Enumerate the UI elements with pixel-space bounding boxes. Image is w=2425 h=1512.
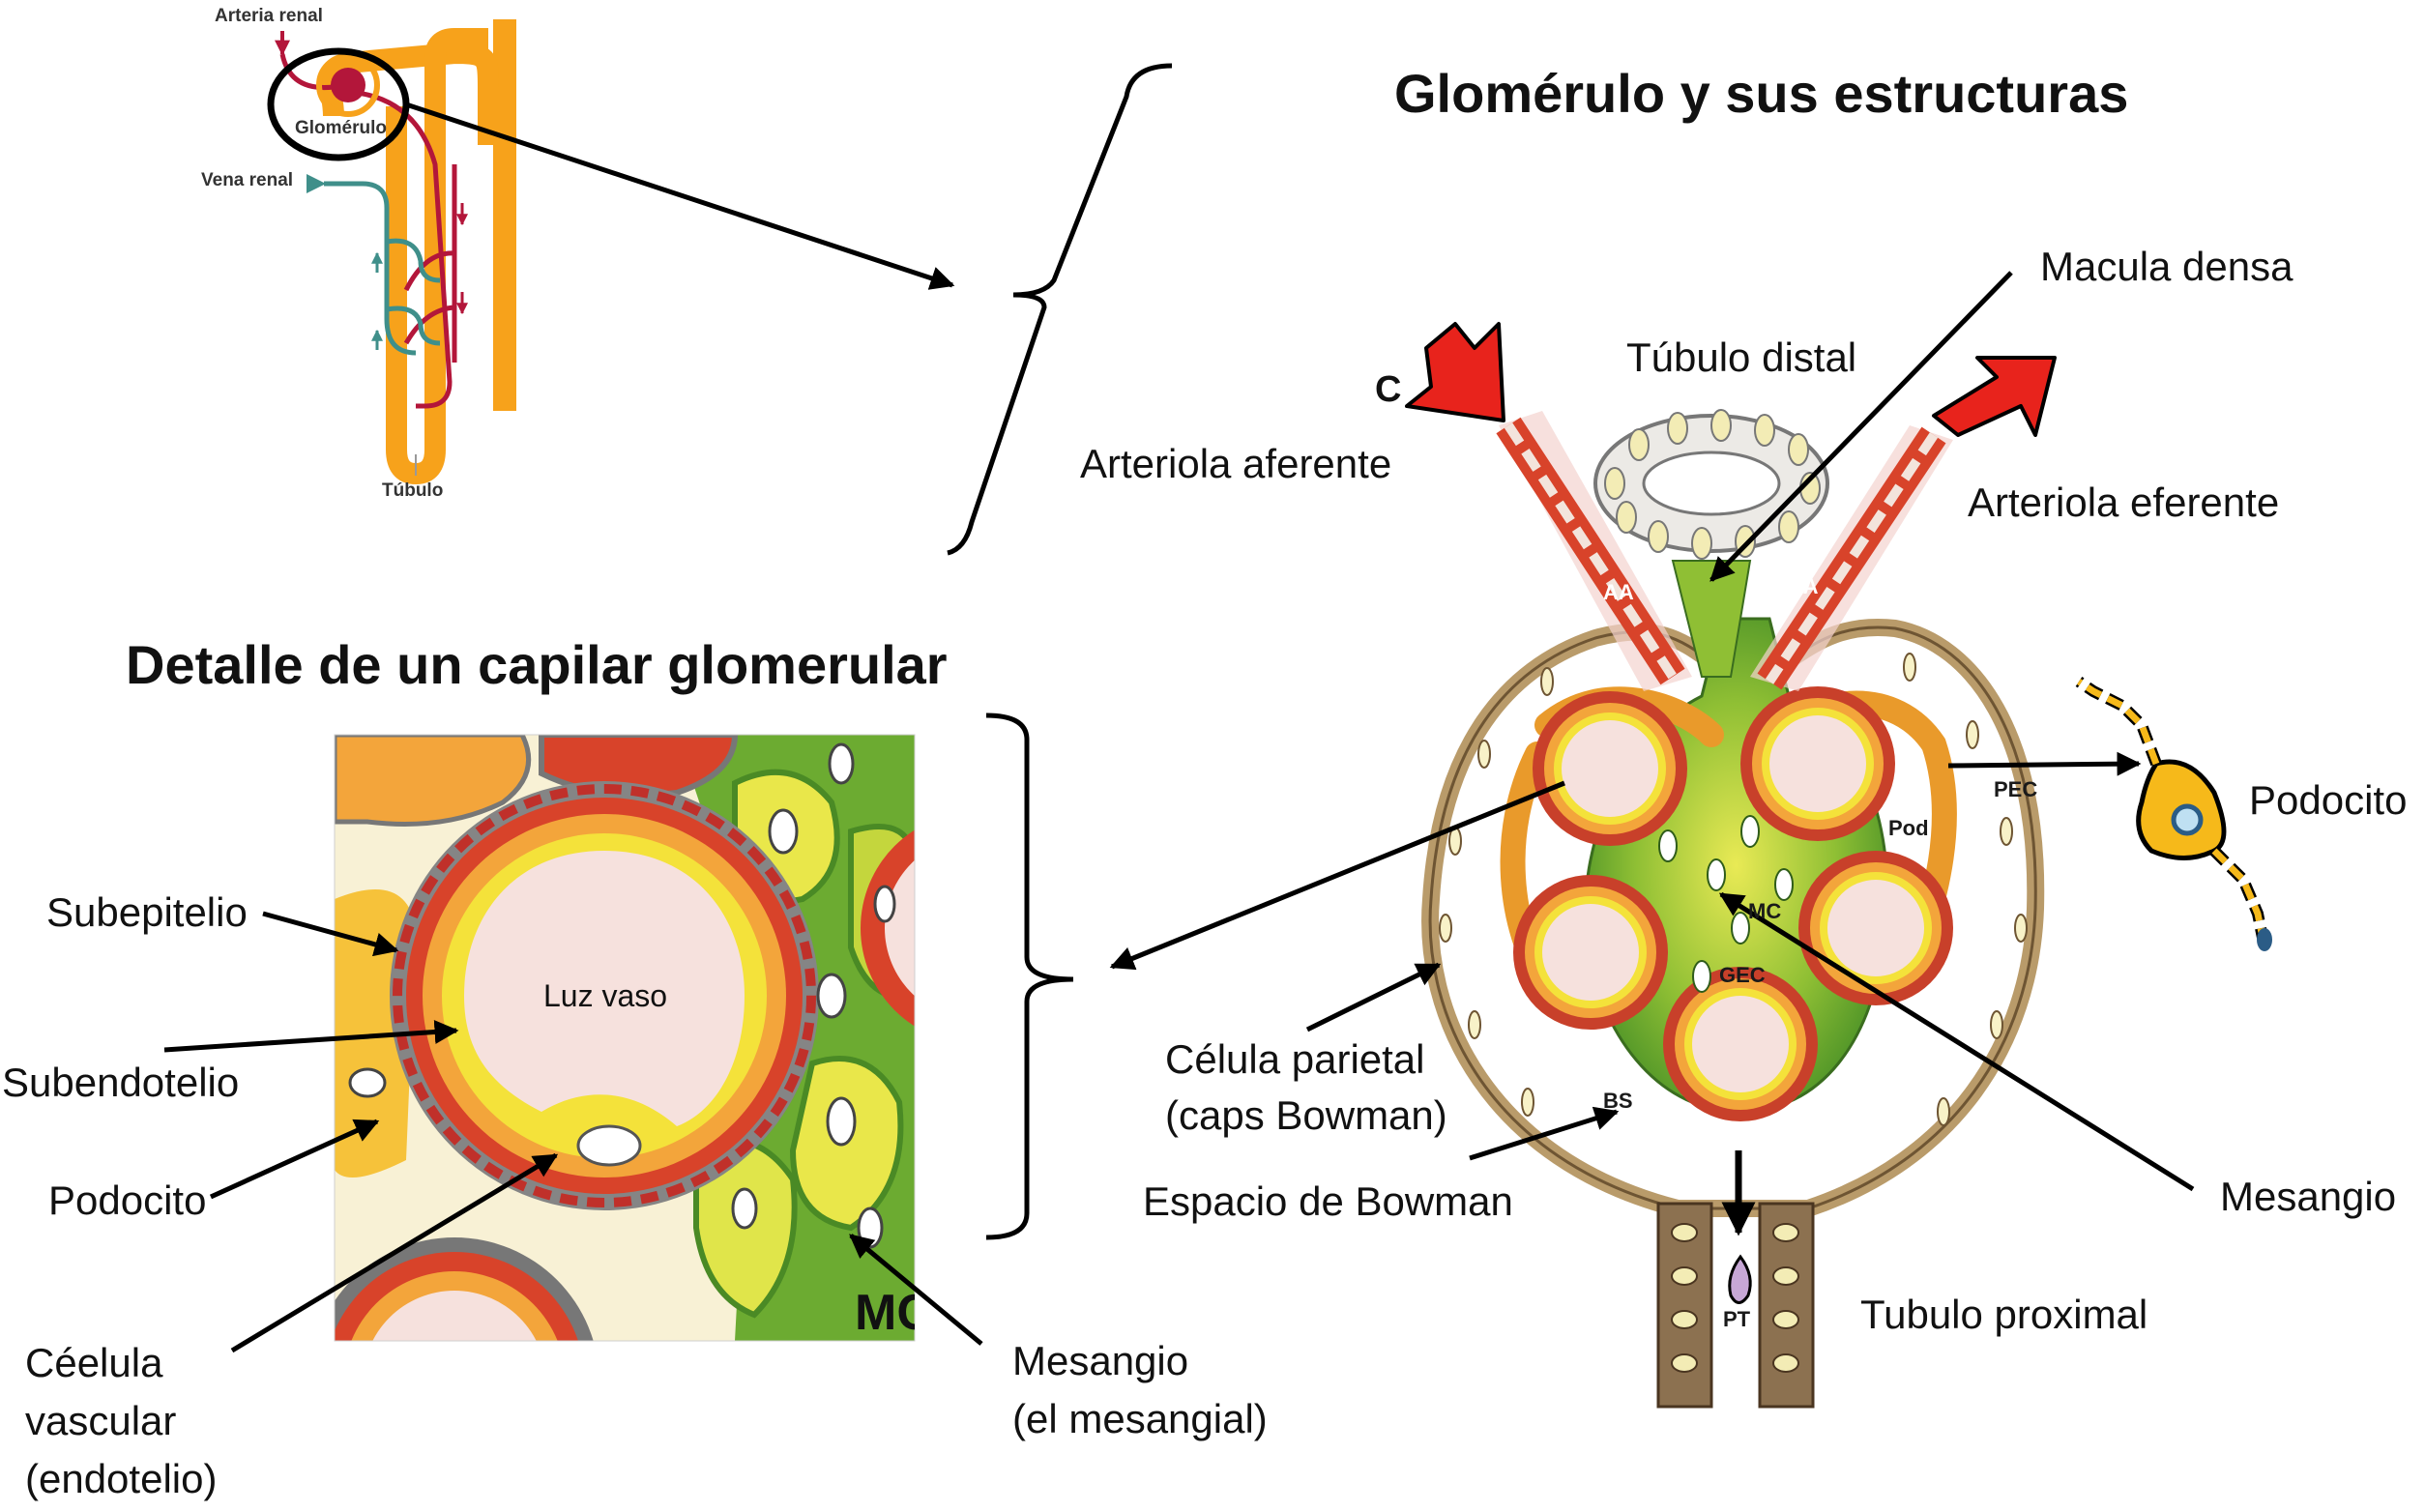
endothelial-nucleus <box>576 1124 642 1167</box>
bowman-space-arrow <box>1469 1106 1620 1161</box>
proximal-tubule-label: Tubulo proximal <box>1860 1292 2148 1337</box>
subendothelium-label: Subendotelio <box>2 1060 240 1105</box>
afferent-arteriole-label: Arteriola aferente <box>1080 441 1392 486</box>
capillary-to-detail-arrow <box>1109 780 1565 971</box>
distal-tubule <box>1593 409 1829 560</box>
proximal-tubule <box>1656 1150 1815 1409</box>
vasa-recta <box>347 89 453 409</box>
mesangium-detail-label-2: (el mesangial) <box>1012 1396 1268 1441</box>
capillary-title: Detalle de un capilar glomerular <box>126 634 948 695</box>
afferent-vessel <box>279 53 335 91</box>
subepithelium-label: Subepitelio <box>46 889 248 935</box>
renal-artery-label: Arteria renal <box>215 6 323 26</box>
vascular-cell-label-2: vascular <box>25 1398 177 1443</box>
distal-tubule-label: Túbulo distal <box>1626 334 1857 380</box>
mc-tag: MC <box>1748 899 1782 923</box>
capillary-detail <box>335 735 915 1341</box>
vascular-cell-label-3: (endotelio) <box>25 1456 218 1501</box>
glomerulus-dot <box>331 68 365 102</box>
bs-tag: BS <box>1603 1089 1633 1113</box>
parietal-cells <box>1439 653 2028 1126</box>
efferent-arteriole-label: Arteriola eferente <box>1968 480 2280 525</box>
parietal-cell-arrow <box>1305 962 1442 1032</box>
pod-tag: Pod <box>1888 816 1929 840</box>
glomerulus-title: Glomérulo y sus estructuras <box>1394 63 2129 124</box>
podocyte-detail-label: Podocito <box>48 1178 207 1223</box>
efferent-arteriole <box>1750 425 1953 691</box>
capillary-loops <box>1513 686 1953 1121</box>
aa-tag: AA <box>1603 580 1634 604</box>
zoom-arrow <box>405 102 955 290</box>
subendothelium-arrow <box>163 1020 459 1053</box>
glomerulus-illustration <box>1109 271 2272 1409</box>
tubule-label: Túbulo <box>382 480 444 501</box>
parietal-cell-label-2: (caps Bowman) <box>1165 1092 1447 1138</box>
gec-tag: GEC <box>1719 963 1766 987</box>
bowman-space-label: Espacio de Bowman <box>1143 1178 1513 1224</box>
glomerulus-label: Glomérulo <box>295 118 388 138</box>
podocyte-detail-arrow <box>209 1119 380 1200</box>
mesangium-label: Mesangio <box>2220 1174 2397 1219</box>
tubule-loop <box>319 42 499 145</box>
top-brace <box>947 63 1173 556</box>
efferent-flow-arrow <box>1932 356 2057 437</box>
afferent-flow-arrow <box>1405 322 1505 422</box>
detail-mc-tag: MC <box>855 1285 915 1341</box>
podocyte-label: Podocito <box>2249 777 2408 823</box>
ea-tag: EA <box>1789 574 1819 598</box>
mesangium-detail-label-1: Mesangio <box>1012 1338 1189 1383</box>
macula-densa-arrow <box>1709 271 2013 582</box>
vessel-lumen <box>464 851 745 1126</box>
detail-brace <box>985 712 1074 1240</box>
nephron-schematic <box>267 19 516 485</box>
vascular-cell-label-1: Céelula <box>25 1340 163 1385</box>
podocyte-arrow <box>1947 751 2142 776</box>
mesangium-arrow <box>1718 891 2195 1192</box>
pec-tag: PEC <box>1994 777 2038 801</box>
mesangium-detail-arrow <box>849 1234 983 1346</box>
renal-vein-label: Vena renal <box>201 170 294 190</box>
lumen-label: Luz vaso <box>543 978 668 1013</box>
subepithelium-arrow <box>262 911 399 957</box>
pt-tag: PT <box>1723 1307 1751 1331</box>
podocyte-cell <box>2075 677 2272 951</box>
parietal-cell-label-1: Célula parietal <box>1165 1036 1425 1082</box>
renal-vein <box>307 174 417 356</box>
vascular-cell-arrow <box>230 1152 559 1353</box>
afferent-arteriole <box>1496 411 1692 691</box>
mesangial-cells <box>1658 815 1794 993</box>
panel-letter: C <box>1375 369 1402 410</box>
macula-densa-label: Macula densa <box>2040 244 2294 289</box>
